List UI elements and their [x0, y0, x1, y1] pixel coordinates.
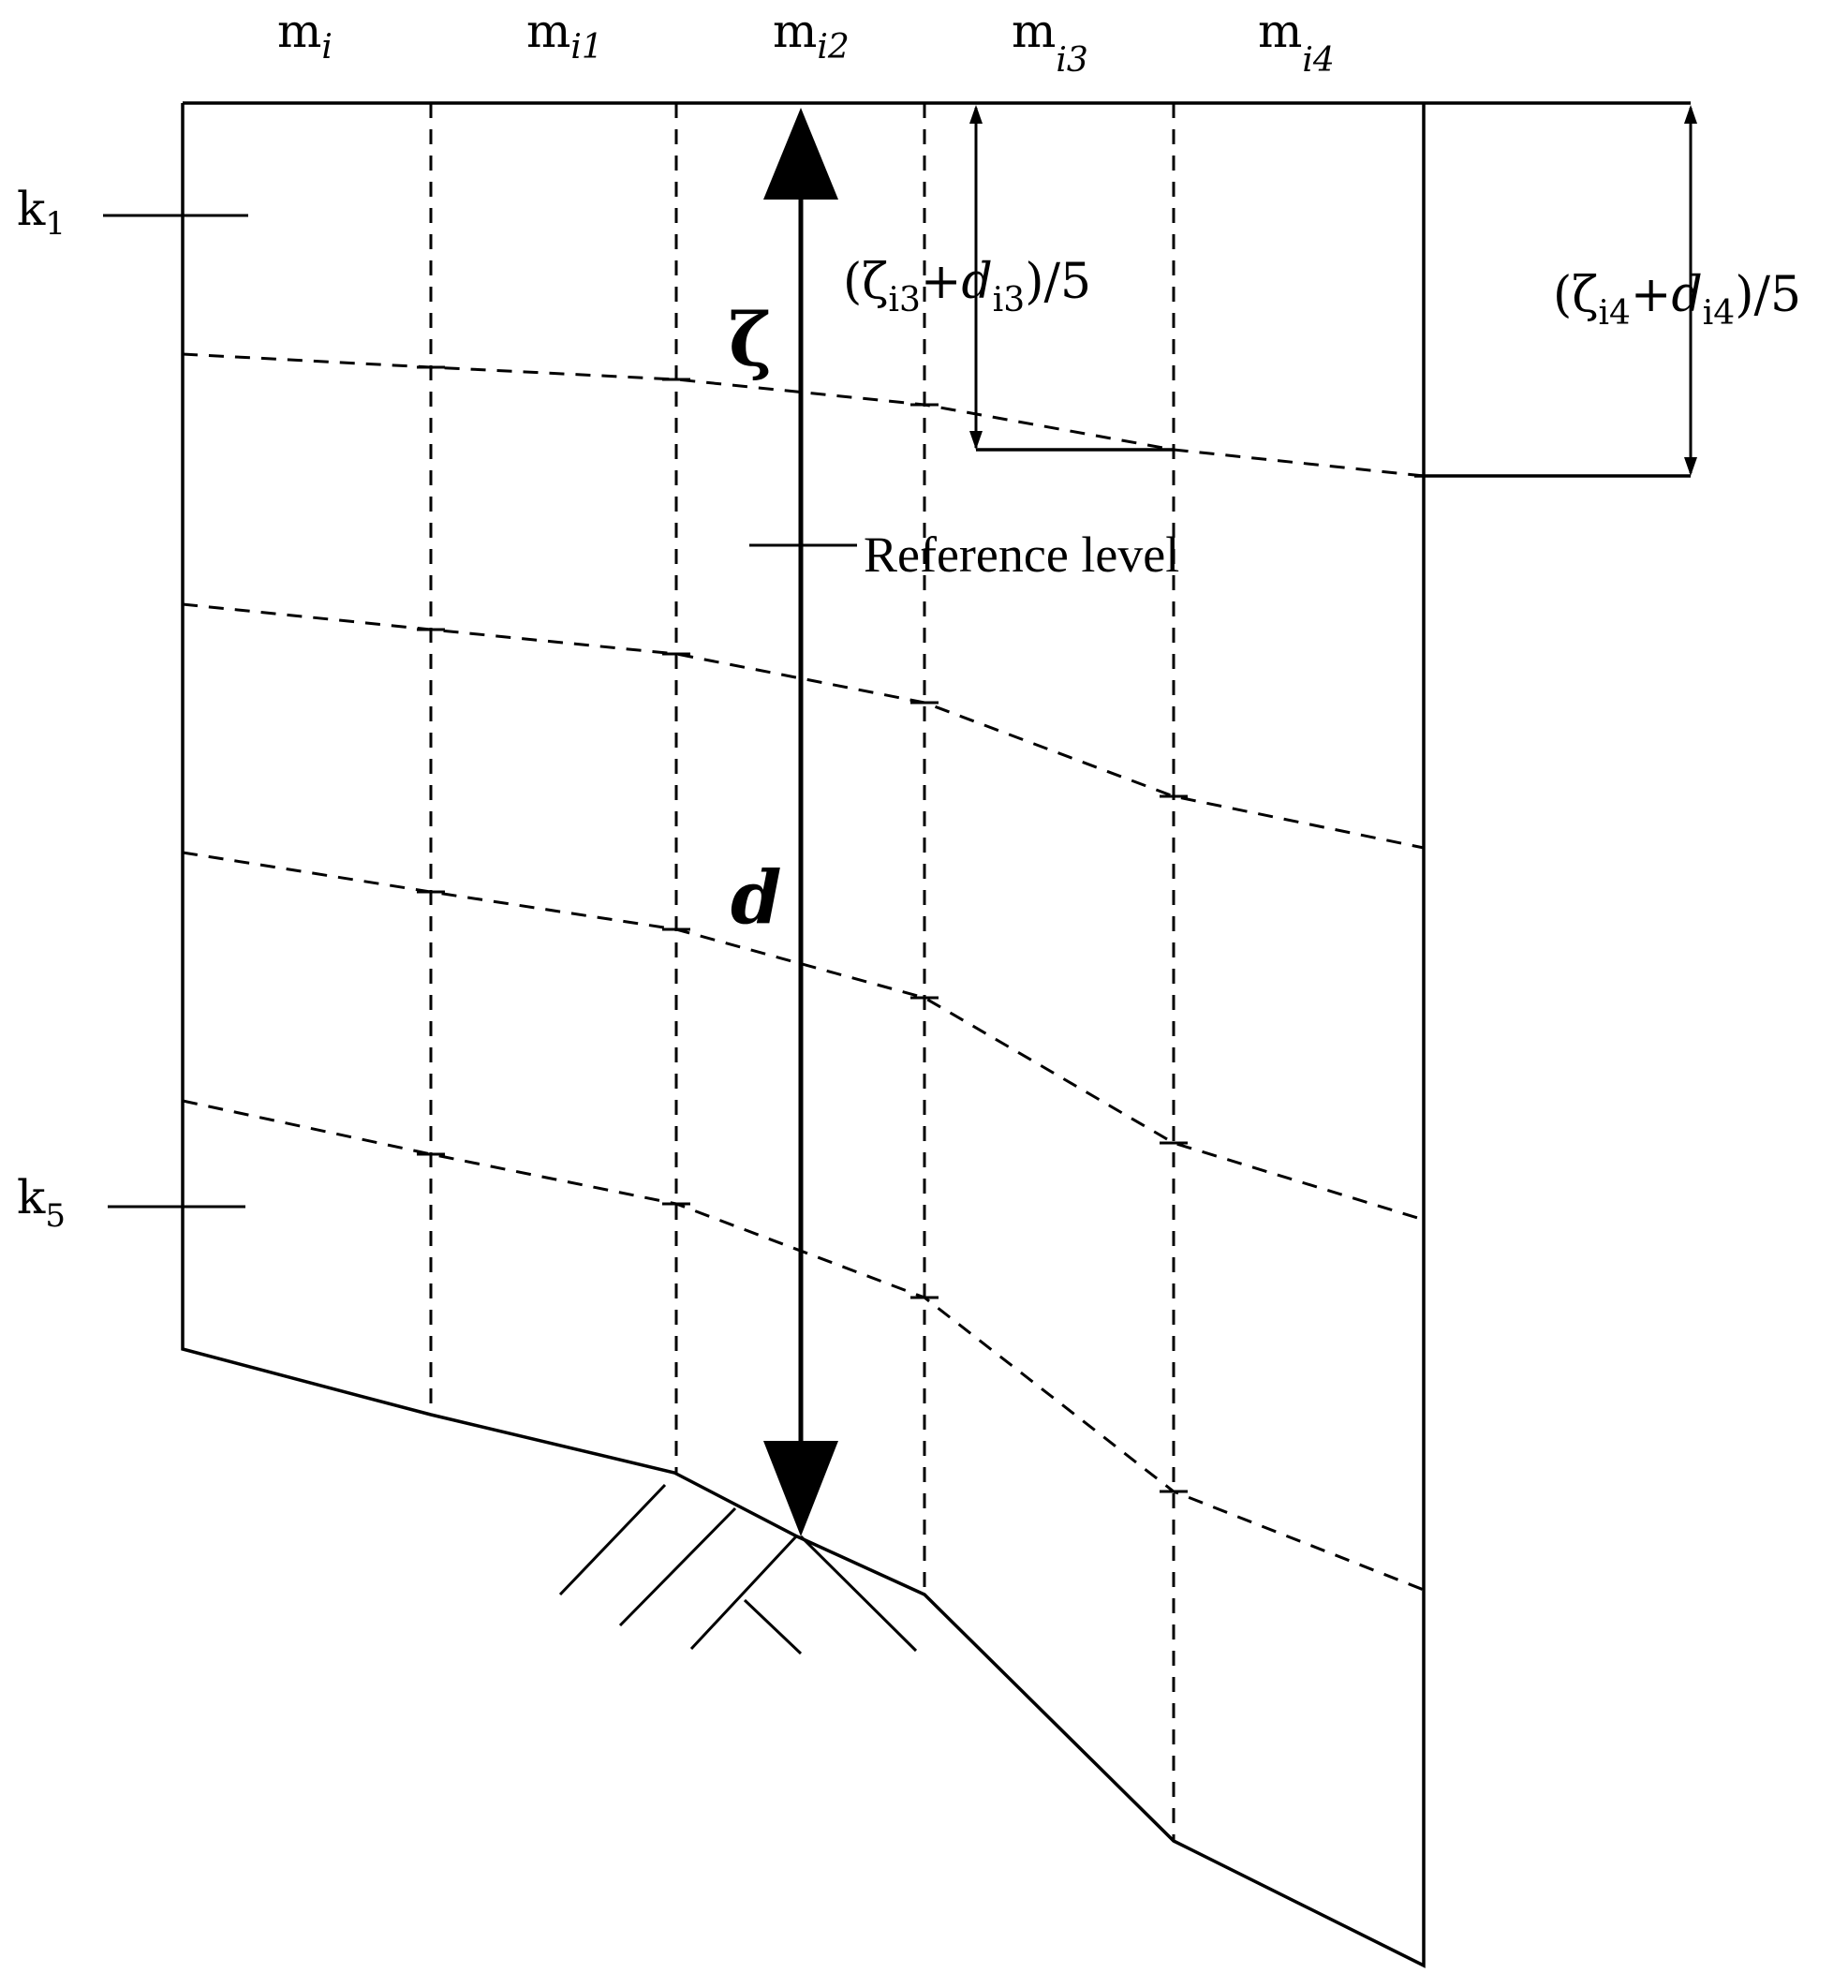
domain-outline: [181, 101, 1691, 1968]
sigma-layer-3: [182, 851, 1425, 1222]
arrowhead-down: [763, 1441, 838, 1536]
depth-symbol: d: [731, 855, 782, 941]
formula-i4: (ζi4+di4)/5: [1553, 267, 1801, 333]
reference-level-label: Reference level: [864, 527, 1179, 583]
seabed-hatching: [558, 1483, 918, 1655]
sigma-layer-2: [182, 602, 1425, 850]
arrowhead-up: [763, 108, 838, 200]
dimension-i4: [1414, 105, 1697, 478]
column-label-mi3: mi3: [1012, 4, 1088, 80]
column-label-mi4: mi4: [1258, 4, 1335, 80]
total-depth-arrow: [763, 108, 838, 1536]
column-label-mi: mi: [277, 4, 333, 67]
column-dividers: [429, 103, 1175, 1841]
grid-node-ticks: [417, 365, 1188, 1493]
zeta-symbol: ζ: [729, 298, 772, 383]
column-label-mi1: mi1: [526, 4, 603, 67]
layer-label-k1: k1: [17, 182, 66, 243]
column-label-mi2: mi2: [773, 4, 850, 67]
dimension-i3: [969, 105, 1174, 452]
formula-i3: (ζi3+di3)/5: [843, 254, 1091, 319]
layer-label-k5: k5: [17, 1170, 66, 1235]
